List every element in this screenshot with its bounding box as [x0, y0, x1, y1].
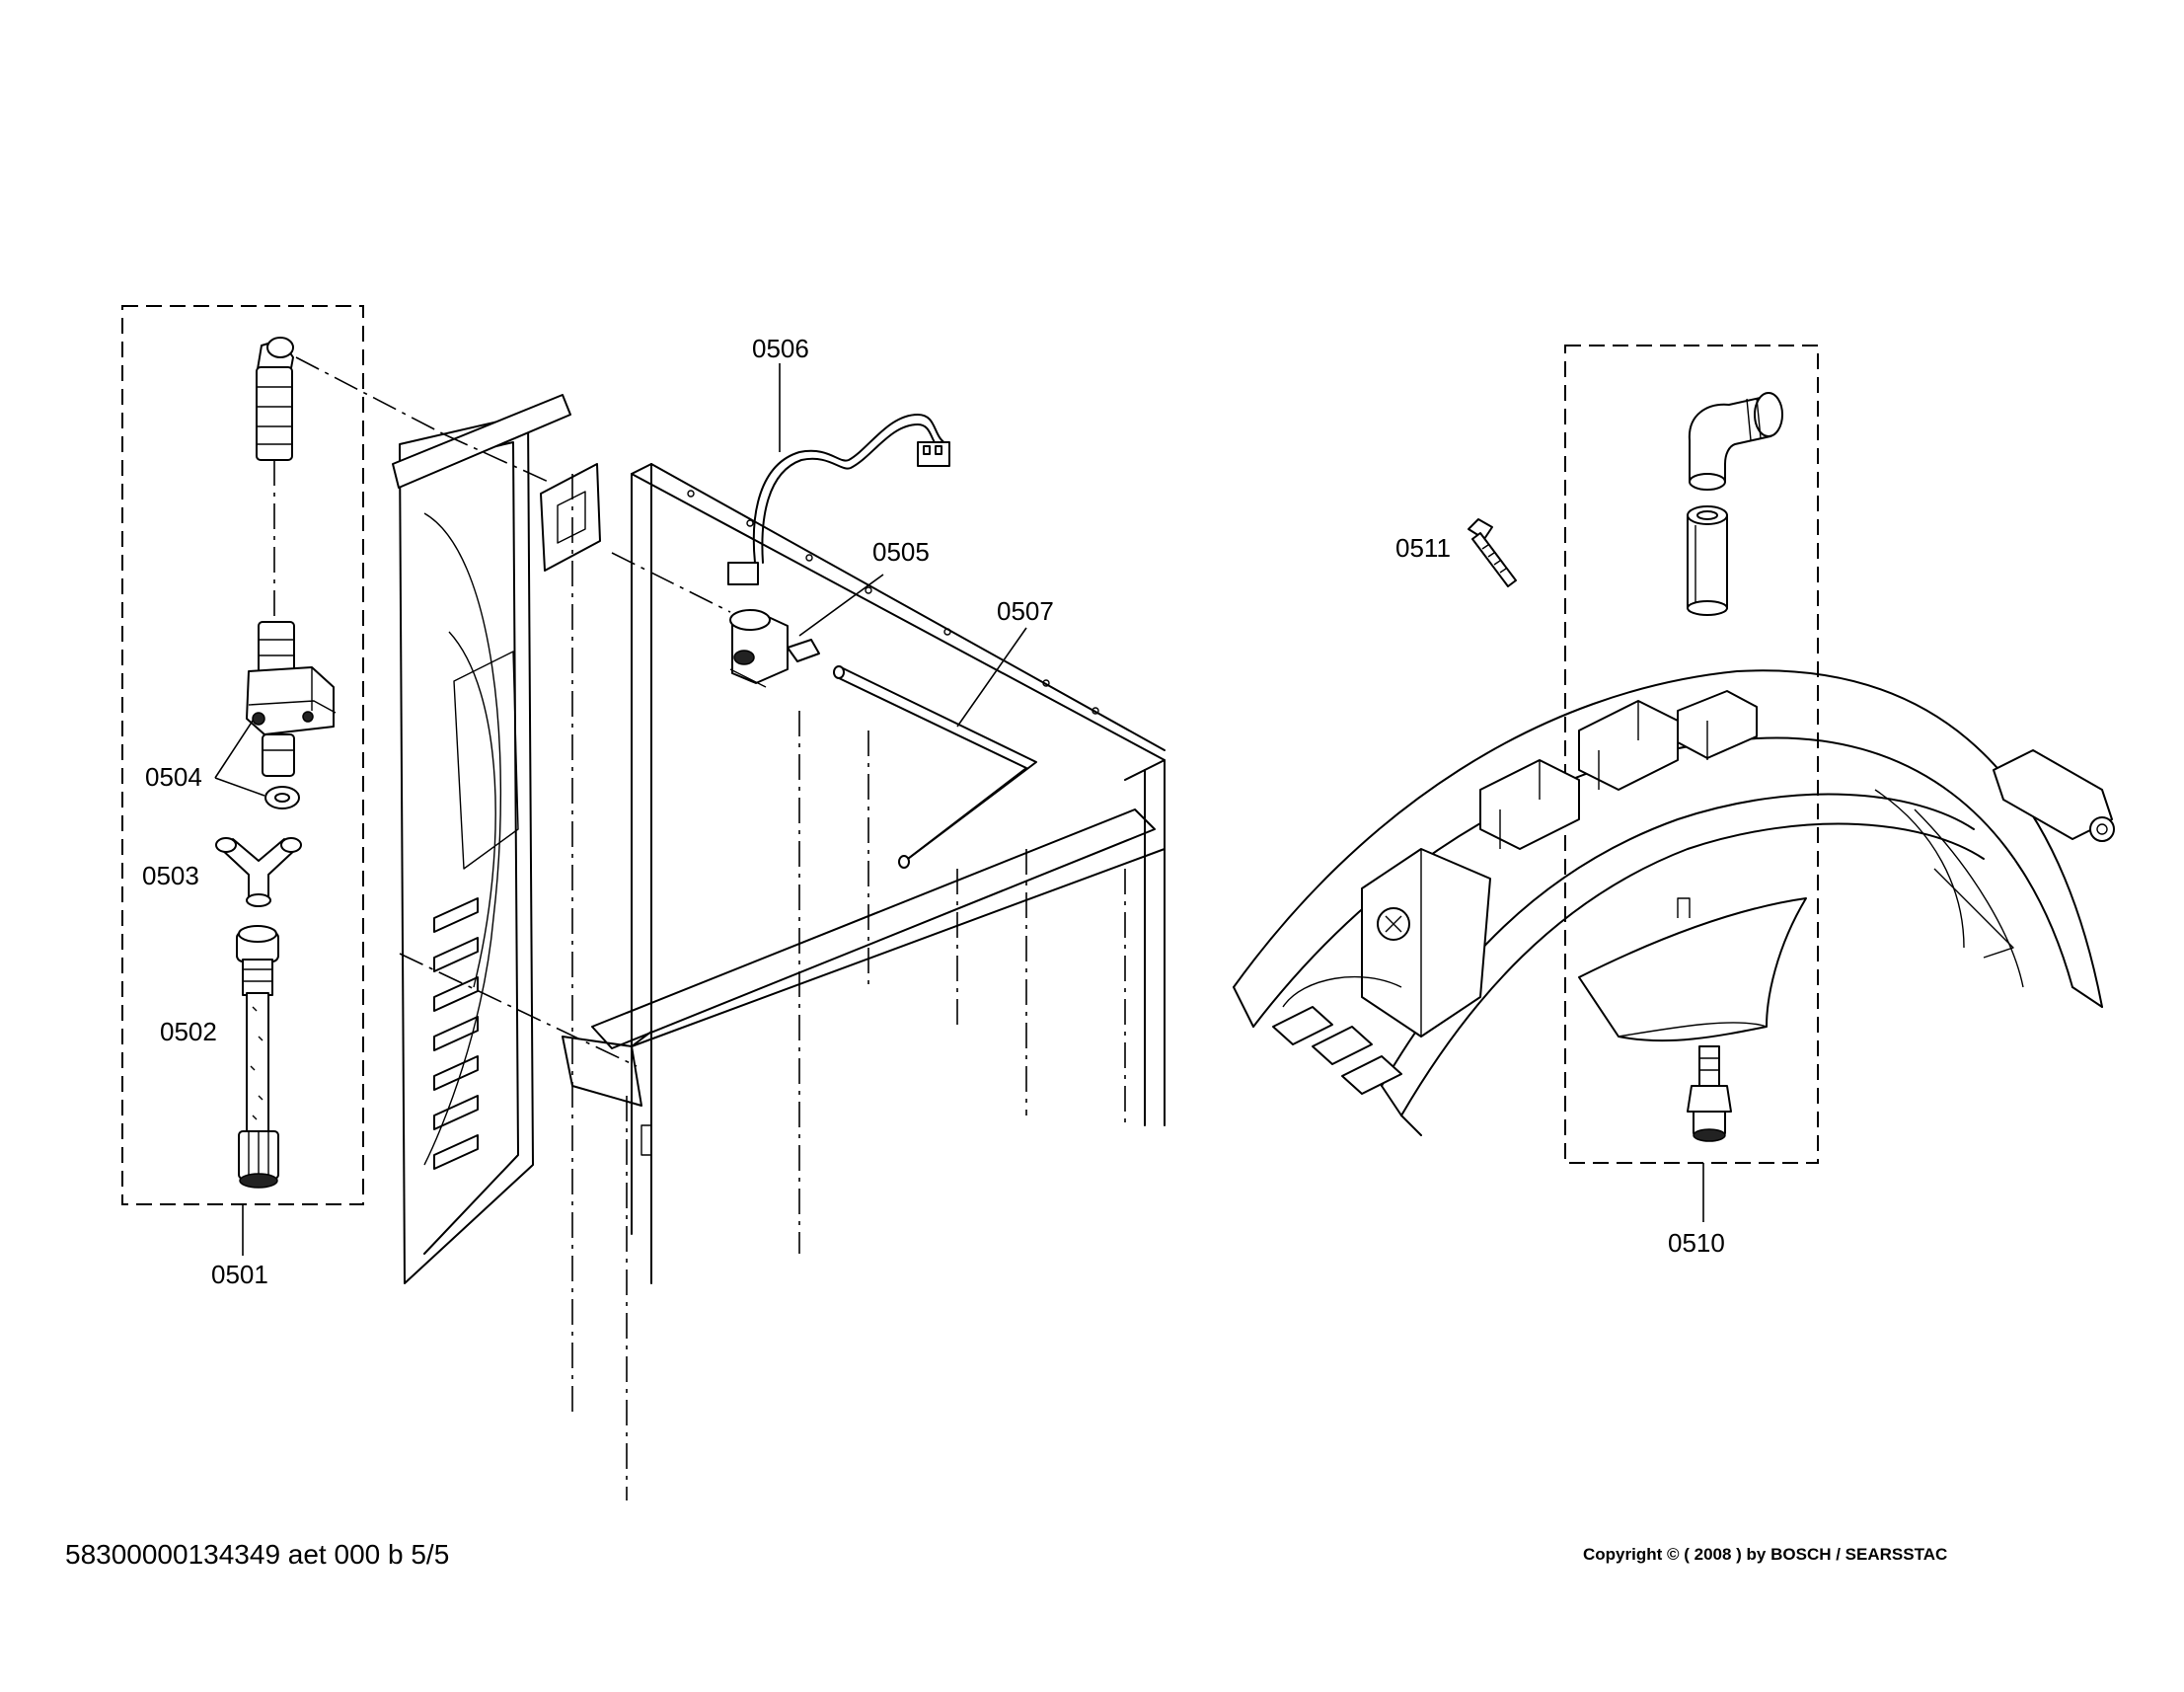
tube-0507[interactable] [833, 665, 1037, 869]
hose-0502[interactable] [236, 925, 279, 1189]
baffle-plate[interactable] [1578, 897, 1807, 1042]
callout-0511[interactable]: 0511 [1395, 533, 1451, 563]
copyright-notice: Copyright © ( 2008 ) by BOSCH / SEARSSTA… [1583, 1545, 1947, 1564]
washer-0504[interactable] [264, 786, 300, 809]
leader-0504a [214, 720, 254, 779]
wire-harness-0506[interactable] [727, 414, 950, 585]
side-louvres [433, 897, 479, 1170]
callout-0503[interactable]: 0503 [142, 861, 199, 890]
screw-0511[interactable] [1468, 518, 1517, 587]
cabinet-frame [392, 394, 1166, 1500]
water-valve-0504[interactable] [246, 621, 337, 777]
callout-0504[interactable]: 0504 [145, 762, 202, 792]
callout-0510[interactable]: 0510 [1668, 1228, 1725, 1258]
callout-0507[interactable]: 0507 [997, 596, 1054, 626]
callout-0506[interactable]: 0506 [752, 334, 809, 363]
elbow-fitting[interactable] [1688, 392, 1783, 491]
callout-0501[interactable]: 0501 [211, 1260, 268, 1289]
callout-0505[interactable]: 0505 [872, 537, 930, 567]
drain-fitting[interactable] [1687, 1045, 1732, 1142]
leader-0507 [956, 627, 1027, 728]
hose-elbow-part[interactable] [256, 337, 445, 620]
callout-0502[interactable]: 0502 [160, 1017, 217, 1046]
kit-box-0501 [121, 305, 364, 1256]
pump-0505[interactable] [729, 609, 820, 688]
document-id: 58300000134349 aet 000 b 5/5 [65, 1539, 449, 1570]
kit-box-0510 [1564, 345, 1819, 1222]
tub-shroud [1233, 669, 2115, 1136]
leader-0505 [798, 574, 884, 637]
leader-0504b [214, 777, 265, 797]
coupling[interactable] [1687, 505, 1728, 616]
y-connector-0503[interactable] [215, 837, 302, 907]
